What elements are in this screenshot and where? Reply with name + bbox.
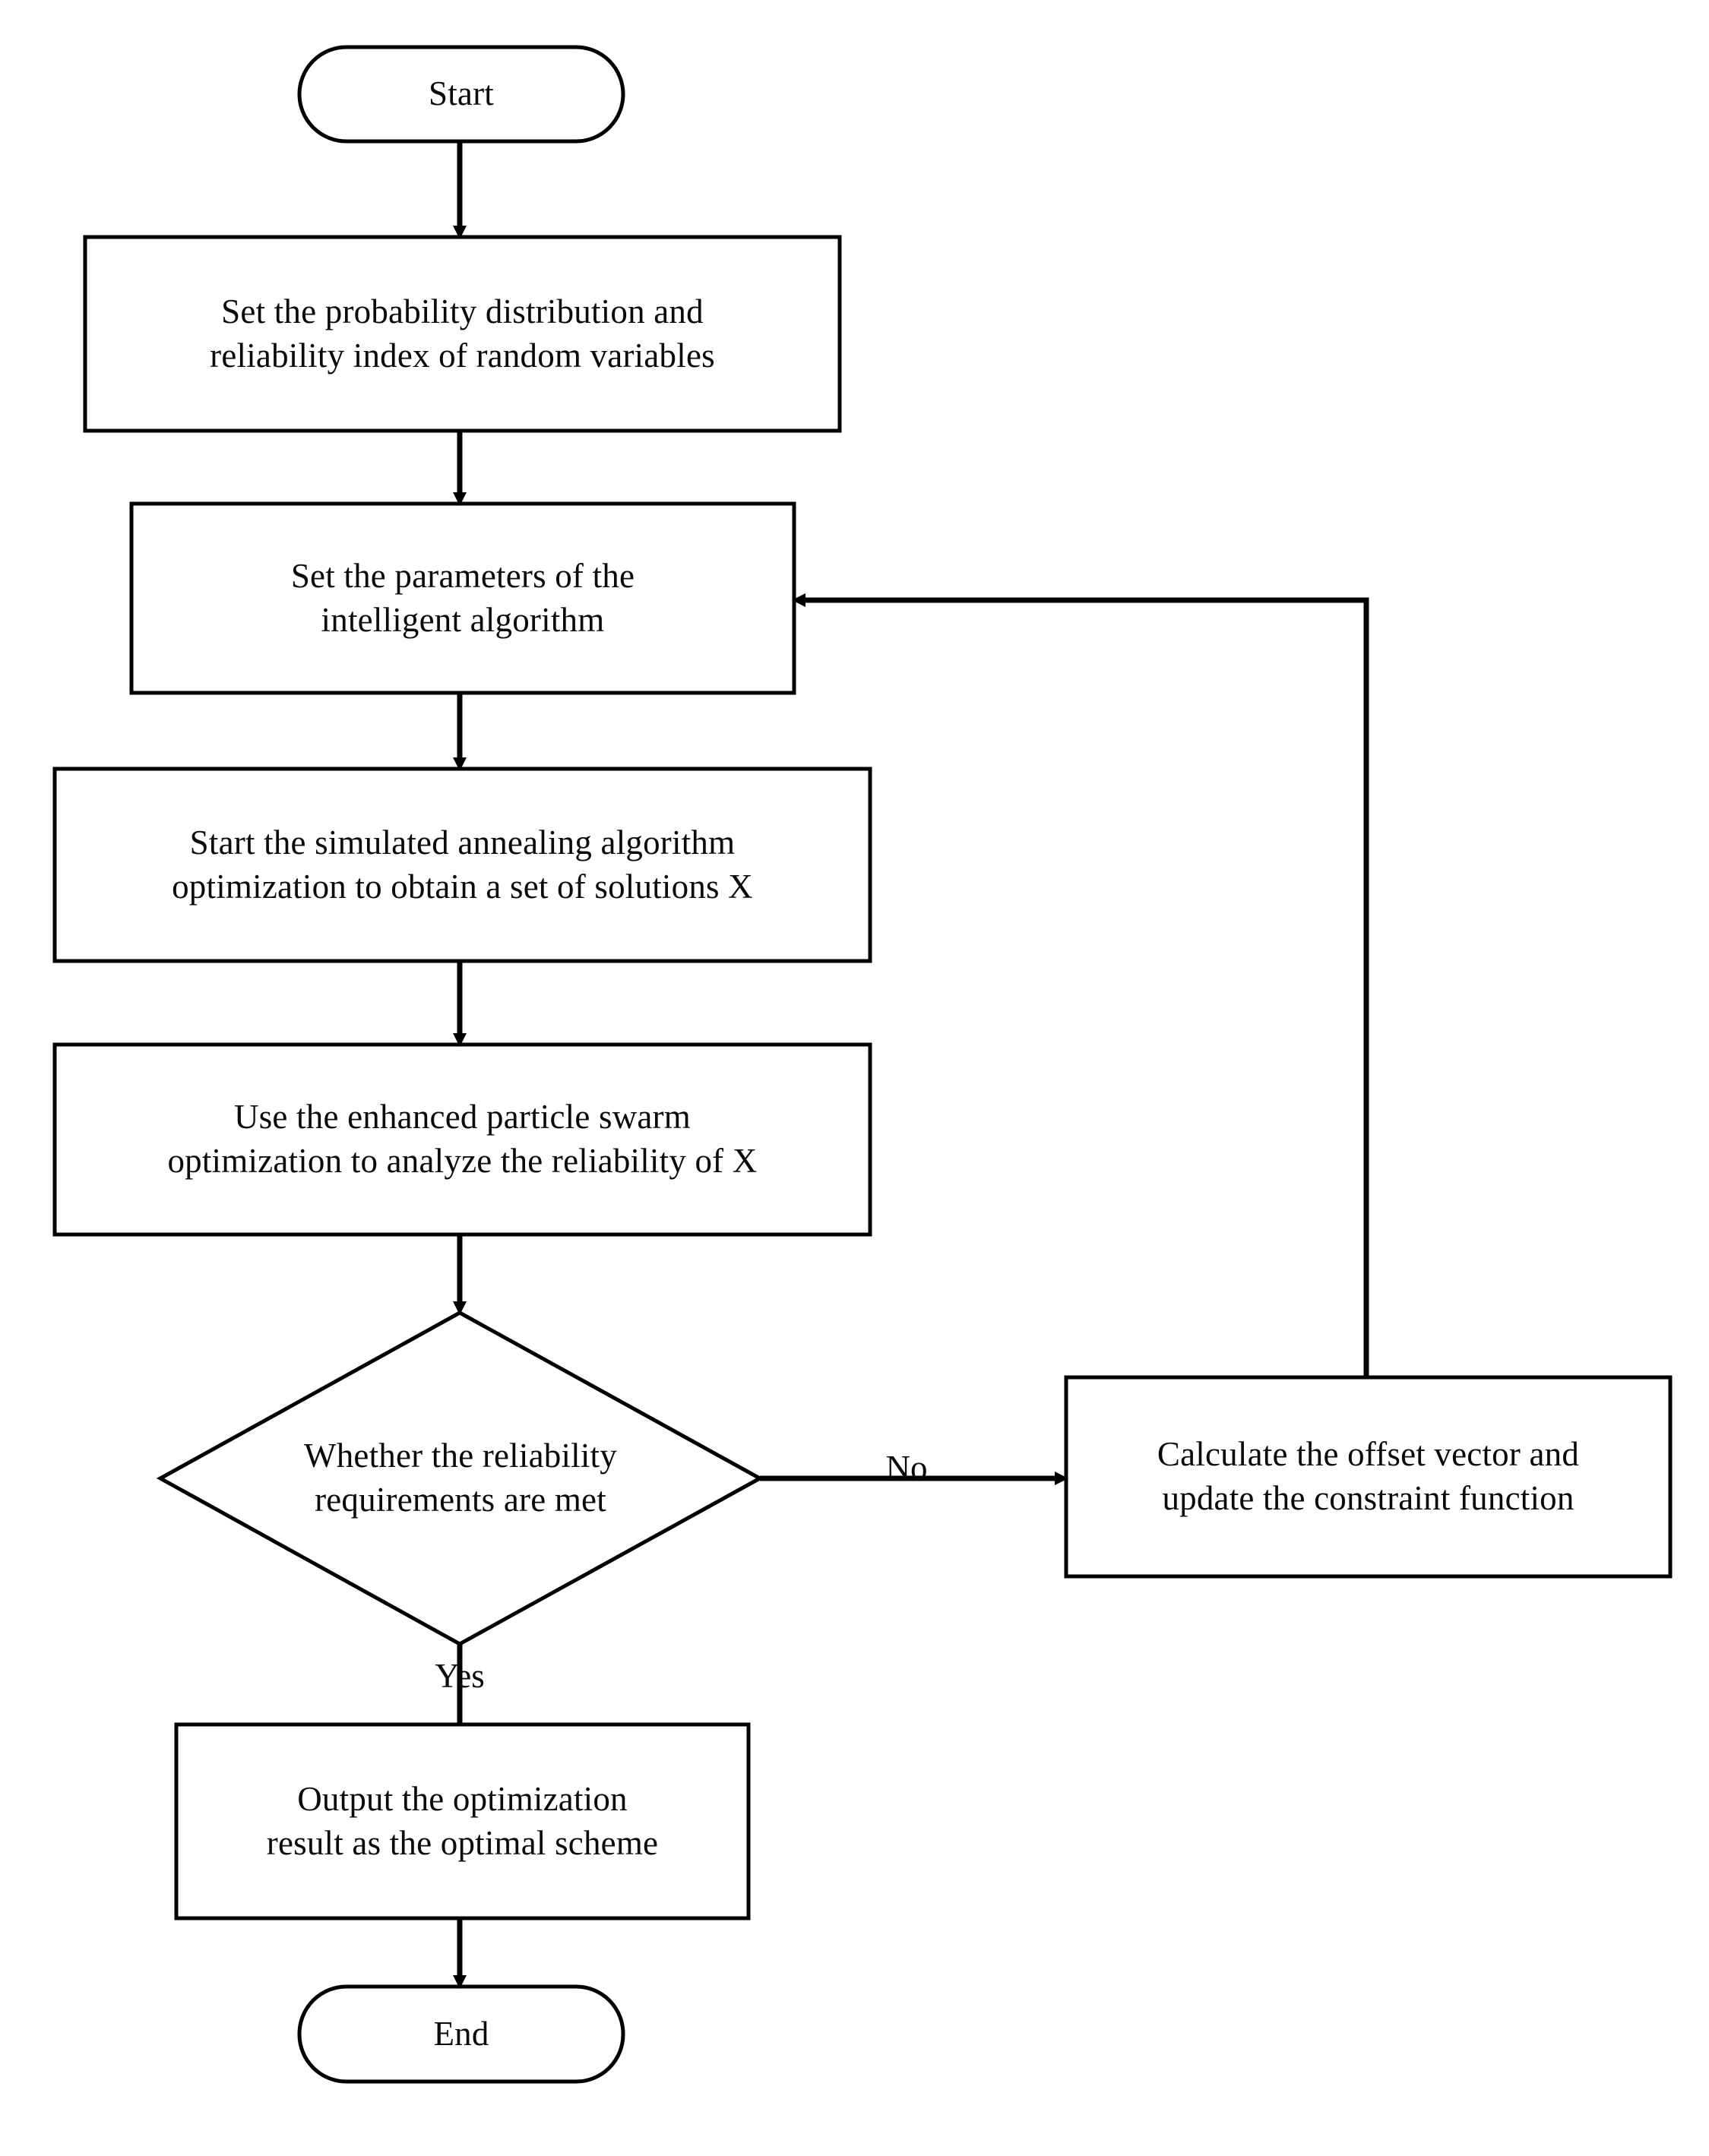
node-decision-shape[interactable] xyxy=(156,1310,764,1646)
node-offset-shape[interactable] xyxy=(1064,1375,1673,1579)
node-set-distribution-shape[interactable] xyxy=(83,235,842,433)
edge-label-yes: Yes xyxy=(435,1657,485,1695)
node-set-parameters-shape[interactable] xyxy=(129,501,796,695)
edge-label-no: No xyxy=(885,1449,928,1487)
node-output-shape[interactable] xyxy=(174,1722,751,1920)
node-start-shape[interactable] xyxy=(297,45,625,144)
node-pso-shape[interactable] xyxy=(52,1042,872,1237)
edge-offset-to-set-parameters-feedback xyxy=(792,593,1369,1377)
node-end-shape[interactable] xyxy=(297,1984,625,2084)
node-annealing-shape[interactable] xyxy=(52,767,872,963)
